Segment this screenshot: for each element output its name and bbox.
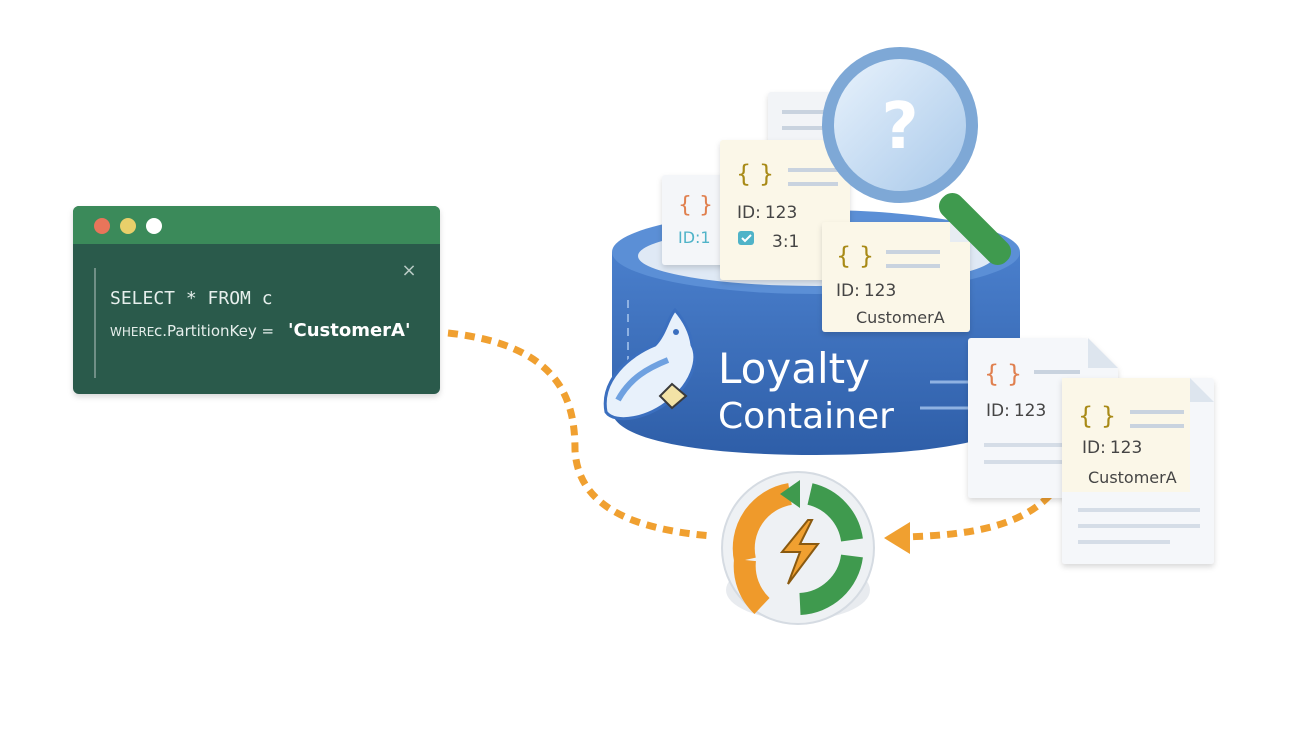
magnifier-icon: ?	[822, 47, 1012, 266]
query-to-refresh-arrow	[447, 329, 713, 540]
question-glyph: ?	[881, 90, 918, 164]
cosmos-logo-icon	[603, 307, 697, 421]
arrow-head	[884, 522, 910, 554]
document-id: ID:123	[986, 401, 1046, 421]
window-close-dot[interactable]	[94, 218, 110, 234]
json-brace-icon: { }	[1078, 402, 1116, 430]
json-brace-icon: { }	[736, 160, 774, 188]
document-partition: CustomerA	[1088, 468, 1177, 487]
json-brace-icon: { }	[984, 360, 1022, 388]
document-card: { } ID:123 CustomerA	[1062, 378, 1214, 564]
document-id: ID:123	[737, 203, 797, 223]
document-card: { } ID:123 3:1	[720, 140, 850, 280]
query-line-1: SELECT * FROM c	[110, 288, 273, 309]
close-icon[interactable]: ×	[401, 260, 416, 281]
check-icon	[738, 231, 754, 245]
container-title-line-1: Loyalty	[718, 344, 870, 393]
container-title-line-2: Container	[718, 396, 894, 437]
document-id-partial: ID:1	[678, 228, 711, 247]
window-maximize-dot[interactable]	[146, 218, 162, 234]
query-window: × SELECT * FROM c WHERE c.PartitionKey =…	[73, 206, 440, 394]
cross-partition-refresh-icon	[721, 471, 875, 625]
json-brace-icon: { }	[678, 193, 713, 218]
partition-key-value: 'CustomerA'	[288, 320, 411, 341]
query-window-body	[73, 206, 440, 394]
document-check-value: 3:1	[772, 232, 799, 252]
document-card: { } ID:123 CustomerA	[822, 222, 970, 332]
json-brace-icon: { }	[836, 242, 874, 270]
window-minimize-dot[interactable]	[120, 218, 136, 234]
lightning-icon	[779, 519, 820, 585]
query-line-2: WHERE c.PartitionKey = 'CustomerA'	[110, 320, 411, 341]
partition-key-expression: c.PartitionKey =	[154, 322, 274, 340]
where-keyword: WHERE	[110, 325, 154, 339]
document-id: ID:123	[836, 281, 896, 301]
document-partition: CustomerA	[856, 308, 945, 327]
document-id: ID:123	[1082, 438, 1142, 458]
